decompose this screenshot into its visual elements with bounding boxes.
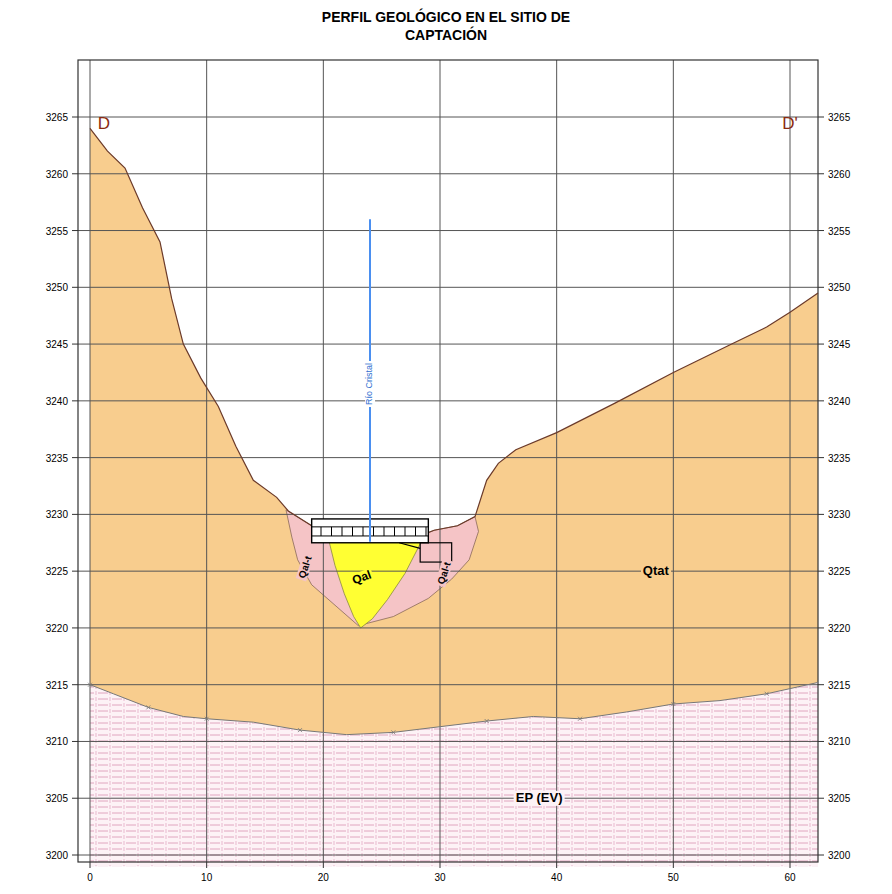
- axis-tick-label: 3255: [828, 225, 850, 236]
- axis-tick-label: 10: [201, 872, 212, 883]
- unit-label: EP (EV): [514, 791, 565, 805]
- axis-tick-label: 60: [784, 872, 795, 883]
- axis-tick-label: 3245: [46, 339, 68, 350]
- axis-tick-label: 3255: [46, 225, 68, 236]
- title: PERFIL GEOLÓGICO EN EL SITIO DE CAPTACIÓ…: [300, 8, 592, 44]
- axis-tick-label: 3230: [828, 509, 850, 520]
- axis-tick-label: 3245: [828, 339, 850, 350]
- axis-tick-label: 3205: [46, 793, 68, 804]
- axis-tick-label: 3210: [828, 736, 850, 747]
- contact-line: [90, 682, 818, 734]
- section-end: D': [782, 114, 798, 133]
- axis-tick-label: 3265: [46, 112, 68, 123]
- contact-mark: [88, 683, 92, 687]
- axis-tick-label: 3215: [828, 679, 850, 690]
- contact-mark: [146, 705, 150, 709]
- axis-tick-label: 50: [668, 872, 679, 883]
- axis-tick-label: 3220: [828, 622, 850, 633]
- axis-tick-label: 3225: [828, 566, 850, 577]
- axis-tick-label: 3240: [46, 395, 68, 406]
- intake-structure: [312, 519, 452, 571]
- axis-tick-label: 3250: [828, 282, 850, 293]
- axis-tick-label: 3260: [46, 168, 68, 179]
- contact-mark: [671, 702, 675, 706]
- axis-tick-label: 3240: [828, 395, 850, 406]
- axis-tick-label: 3200: [46, 850, 68, 861]
- axis-tick-label: 20: [318, 872, 329, 883]
- axis-tick-label: 3260: [828, 168, 850, 179]
- contact-mark: [298, 728, 302, 732]
- axis-tick-label: 0: [87, 872, 93, 883]
- grid: [72, 60, 824, 868]
- contact-mark: [205, 717, 209, 721]
- axis-tick-label: 30: [434, 872, 445, 883]
- axis-tick-label: 40: [551, 872, 562, 883]
- contact-mark: [578, 717, 582, 721]
- axis-tick-label: 3230: [46, 509, 68, 520]
- axis-tick-label: 3250: [46, 282, 68, 293]
- axis-tick-label: 3265: [828, 112, 850, 123]
- unit-label: Qtat: [641, 564, 671, 578]
- frame: [78, 60, 818, 862]
- ground-profile: [90, 128, 818, 537]
- axis-tick-label: 3220: [46, 622, 68, 633]
- contact-mark: [485, 719, 489, 723]
- axis-tick-label: 3215: [46, 679, 68, 690]
- qal-unit: [328, 537, 424, 628]
- section-end: D: [98, 114, 110, 133]
- axis-tick-label: 3210: [46, 736, 68, 747]
- axis-tick-label: 3225: [46, 566, 68, 577]
- contact-mark: [391, 730, 395, 734]
- qtat-unit: [90, 128, 818, 734]
- contact-mark: [765, 692, 769, 696]
- axis-tick-label: 3200: [828, 850, 850, 861]
- axis-tick-label: 3235: [828, 452, 850, 463]
- axis-tick-label: 3235: [46, 452, 68, 463]
- river-name: Río Cristal: [365, 361, 375, 407]
- axis-tick-label: 3205: [828, 793, 850, 804]
